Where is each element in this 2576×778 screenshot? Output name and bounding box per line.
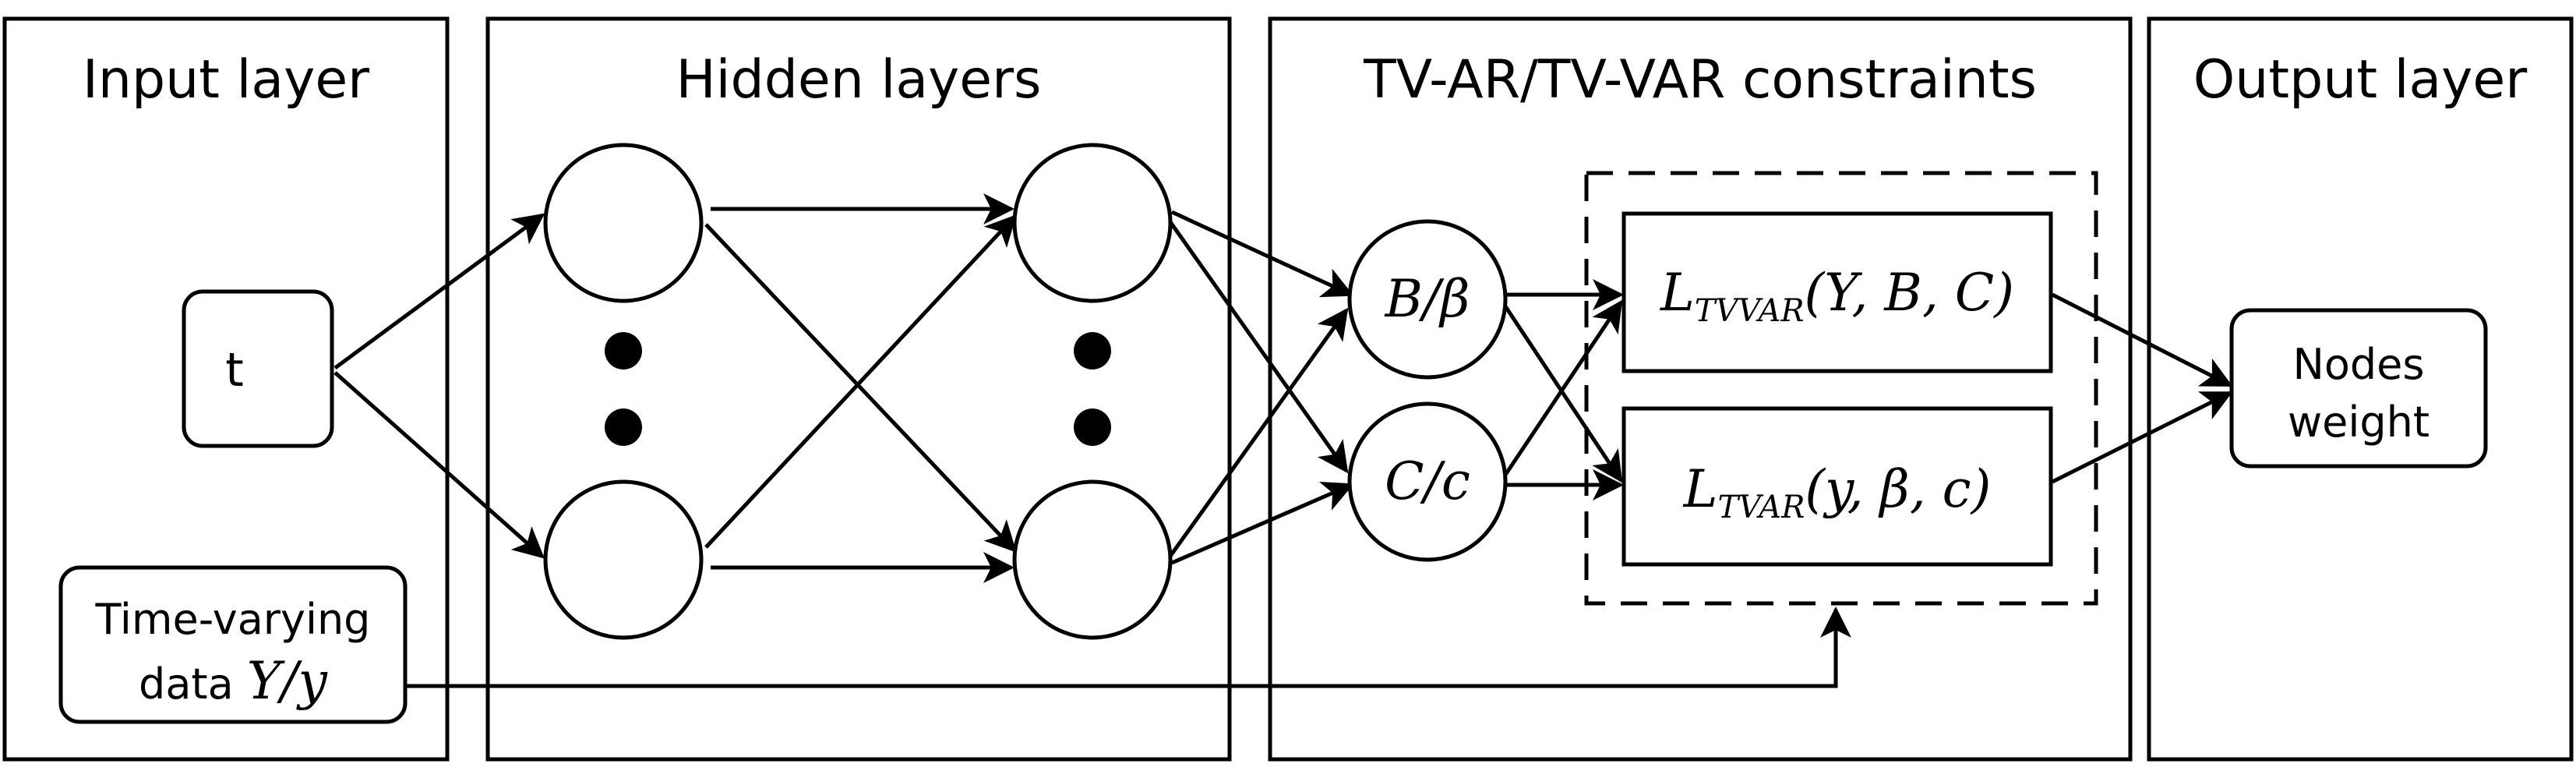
loss-tvar-subscript: TVAR bbox=[1717, 490, 1805, 525]
time-varying-data-node bbox=[58, 565, 408, 724]
time-varying-data-line2: data bbox=[139, 660, 247, 709]
output-line2: weight bbox=[2288, 398, 2430, 447]
c-c-node bbox=[1347, 401, 1508, 562]
hidden-layers-title: Hidden layers bbox=[676, 49, 1042, 111]
edge-h2bottom-c bbox=[1171, 482, 1354, 565]
constraints-panel bbox=[1268, 16, 2133, 762]
loss-tvar-main: L bbox=[1683, 459, 1718, 519]
edge-data-to-constraints bbox=[407, 606, 1851, 688]
constraints-dashed-group bbox=[1584, 171, 2098, 606]
loss-tvar-args: (y, β, c) bbox=[1805, 459, 1991, 519]
output-line1: Nodes bbox=[2292, 340, 2424, 389]
loss-tvvar-formula: LTVVAR(Y, B, C) bbox=[1660, 263, 2014, 329]
time-varying-data-line1: Time-varying bbox=[95, 595, 371, 644]
edge-tvvar-to-output bbox=[2051, 292, 2233, 387]
b-beta-label: B/β bbox=[1385, 269, 1470, 329]
time-varying-data-math: Y/y bbox=[247, 651, 328, 711]
loss-tvvar-main: L bbox=[1660, 263, 1695, 323]
edge-tvar-to-output bbox=[2051, 391, 2233, 484]
c-c-label: C/c bbox=[1385, 451, 1470, 511]
loss-tvar-formula: LTVAR(y, β, c) bbox=[1683, 459, 1992, 525]
loss-tvvar-box bbox=[1621, 211, 2053, 373]
edge-h1top-h2bottom bbox=[704, 223, 1017, 553]
hidden2-node-top bbox=[1012, 143, 1173, 303]
output-layer-title: Output layer bbox=[2193, 49, 2527, 111]
edge-c-to-tvvar bbox=[1501, 299, 1623, 479]
b-beta-node bbox=[1347, 219, 1508, 380]
hidden2-node-bottom bbox=[1012, 479, 1173, 640]
edge-h1bottom-h2top bbox=[704, 214, 1017, 549]
input-t-node bbox=[182, 289, 334, 448]
edge-h2bottom-b bbox=[1166, 307, 1349, 560]
constraints-title: TV-AR/TV-VAR constraints bbox=[1363, 49, 2037, 111]
edge-h2top-c bbox=[1166, 218, 1349, 474]
loss-tvar-box bbox=[1621, 406, 2053, 567]
output-nodes-weight-node bbox=[2229, 308, 2488, 469]
edge-t-to-h1-top bbox=[333, 213, 545, 370]
hidden1-node-top bbox=[543, 143, 704, 303]
edge-t-to-h1-bottom bbox=[333, 371, 545, 559]
hidden2-ellipsis-dot-2 bbox=[1074, 408, 1111, 446]
hidden-layers-panel bbox=[485, 16, 1232, 762]
loss-tvvar-subscript: TVVAR bbox=[1695, 293, 1805, 329]
hidden2-ellipsis-dot-1 bbox=[1074, 332, 1111, 370]
hidden1-node-bottom bbox=[543, 479, 704, 640]
input-layer-title: Input layer bbox=[83, 49, 369, 111]
hidden1-ellipsis-dot-2 bbox=[605, 408, 642, 446]
hidden1-ellipsis-dot-1 bbox=[605, 332, 642, 370]
loss-tvvar-args: (Y, B, C) bbox=[1805, 263, 2014, 323]
input-t-label: t bbox=[225, 343, 244, 398]
time-varying-data-line2-group: data Y/y bbox=[139, 651, 328, 711]
edge-h2top-b bbox=[1170, 210, 1354, 298]
